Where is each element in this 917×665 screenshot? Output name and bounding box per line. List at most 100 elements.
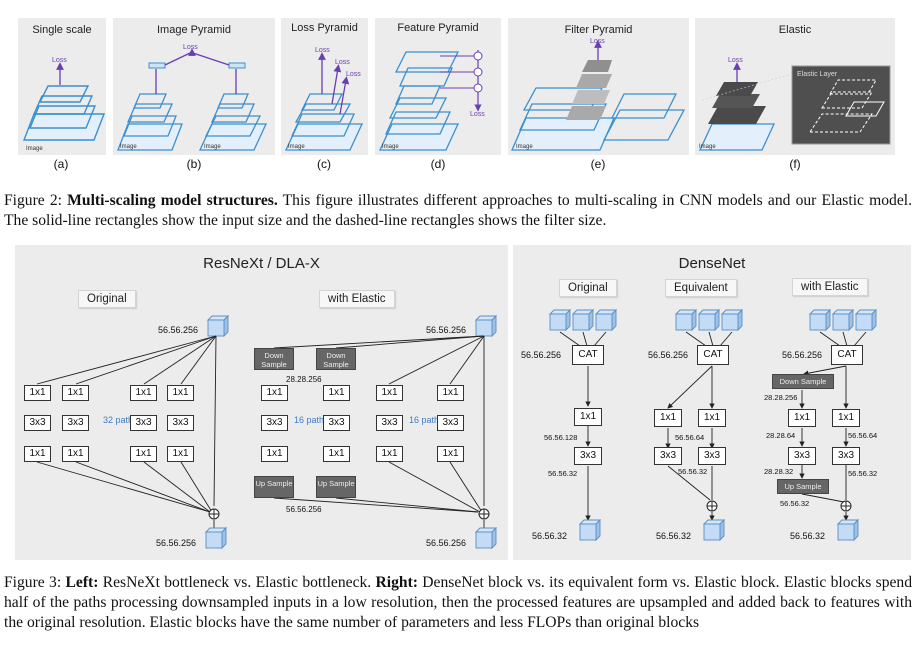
cat-box-original: CAT <box>572 345 604 365</box>
stack-a <box>22 85 106 141</box>
svg-text:56.56.128: 56.56.128 <box>544 433 577 442</box>
loss-label-a: Loss <box>52 57 67 64</box>
svg-text:32 paths: 32 paths <box>103 415 138 425</box>
resnext-title: ResNeXt / DLA-X <box>203 255 320 272</box>
svg-text:Loss: Loss <box>590 38 605 45</box>
cat-box-elastic: CAT <box>831 345 863 365</box>
left-original-label: Original <box>78 290 136 308</box>
down-sample-box-2: Down Sample <box>316 348 356 370</box>
svg-text:Loss: Loss <box>335 59 350 66</box>
panel-title-e: Filter Pyramid <box>564 24 633 36</box>
svg-text:56.56.32: 56.56.32 <box>678 467 707 476</box>
svg-text:56.56.256: 56.56.256 <box>521 350 561 360</box>
dense-1x1-original: 1x1 <box>574 408 602 426</box>
panel-title-c: Loss Pyramid <box>291 22 358 34</box>
dense-3x3-original: 3x3 <box>574 447 602 465</box>
conv-1x1-b2: 1x1 <box>62 446 89 462</box>
panel-label-e: (e) <box>590 157 606 171</box>
svg-text:Image: Image <box>382 144 399 150</box>
dense-down-sample: Down Sample <box>772 374 834 389</box>
conv-1x1-a2: 1x1 <box>24 446 51 462</box>
svg-text:Loss: Loss <box>346 71 361 78</box>
stack-b <box>117 93 268 151</box>
dense-3x3-el-a: 3x3 <box>788 447 816 465</box>
svg-text:56.56.64: 56.56.64 <box>848 431 877 440</box>
resnext-original: 56.56.256 56.56.256 32 paths <box>36 315 229 549</box>
svg-text:56.56.32: 56.56.32 <box>790 531 825 541</box>
conv-1x1-c1: 1x1 <box>130 385 157 401</box>
elastic-layer-label: Elastic Layer <box>797 71 838 78</box>
svg-text:56.56.32: 56.56.32 <box>548 469 577 478</box>
panel-label-f: (f) <box>789 157 801 171</box>
panel-title-f: Elastic <box>778 24 812 36</box>
resnext-elastic: 56.56.256 56.56.256 28.28.256 56.56.256 … <box>273 315 497 549</box>
conv-3x3-h1: 3x3 <box>437 415 464 431</box>
panel-title-a: Single scale <box>32 24 92 36</box>
svg-text:56.56.256: 56.56.256 <box>782 350 822 360</box>
panel-label-d: (d) <box>430 157 446 171</box>
dense-1x1-el-b: 1x1 <box>832 409 860 427</box>
conv-1x1-a1: 1x1 <box>24 385 51 401</box>
dense-1x1-eq-b: 1x1 <box>698 409 726 427</box>
densenet-elastic: 56.56.256 28.28.256 28.28.64 56.56.64 28… <box>764 309 877 541</box>
svg-text:56.56.64: 56.56.64 <box>675 433 704 442</box>
stack-d <box>378 51 460 151</box>
svg-text:Image: Image <box>120 144 137 150</box>
conv-3x3-c1: 3x3 <box>130 415 157 431</box>
conv-1x1-g1: 1x1 <box>376 385 403 401</box>
stack-c <box>284 93 364 151</box>
dense-3x3-el-b: 3x3 <box>832 447 860 465</box>
svg-text:56.56.256: 56.56.256 <box>426 325 466 335</box>
panel-label-b: (b) <box>186 157 202 171</box>
conv-1x1-c2: 1x1 <box>130 446 157 462</box>
stack-e <box>511 87 686 151</box>
svg-text:16 paths: 16 paths <box>294 415 329 425</box>
svg-text:28.28.64: 28.28.64 <box>766 431 795 440</box>
panel-title-d: Feature Pyramid <box>397 22 479 34</box>
svg-text:56.56.256: 56.56.256 <box>158 325 198 335</box>
conv-3x3-g1: 3x3 <box>376 415 403 431</box>
densenet-original: 56.56.256 56.56.128 56.56.32 56.56.32 <box>521 309 617 541</box>
svg-text:Loss: Loss <box>728 57 743 64</box>
svg-text:Loss: Loss <box>470 111 485 118</box>
conv-3x3-a1: 3x3 <box>24 415 51 431</box>
svg-text:56.56.32: 56.56.32 <box>532 531 567 541</box>
svg-text:Image: Image <box>288 144 305 150</box>
svg-text:56.56.32: 56.56.32 <box>656 531 691 541</box>
dense-1x1-eq-a: 1x1 <box>654 409 682 427</box>
svg-text:56.56.32: 56.56.32 <box>780 499 809 508</box>
conv-1x1-d2: 1x1 <box>167 446 194 462</box>
dense-up-sample: Up Sample <box>777 479 829 494</box>
conv-3x3-f1: 3x3 <box>323 415 350 431</box>
svg-text:28.28.256: 28.28.256 <box>764 393 797 402</box>
fig3-drawings: 56.56.256 56.56.256 32 paths 56.56.256 <box>36 309 877 549</box>
conv-1x1-d1: 1x1 <box>167 385 194 401</box>
panel-label-c: (c) <box>317 157 331 171</box>
dense-1x1-el-a: 1x1 <box>788 409 816 427</box>
svg-text:Image: Image <box>699 144 716 150</box>
svg-text:28.28.256: 28.28.256 <box>286 375 322 384</box>
svg-text:56.56.256: 56.56.256 <box>648 350 688 360</box>
down-sample-box-1: Down Sample <box>254 348 294 370</box>
image-label-a: Image <box>26 146 43 152</box>
cat-box-equivalent: CAT <box>697 345 729 365</box>
densenet-title: DenseNet <box>678 255 746 272</box>
svg-text:28.28.32: 28.28.32 <box>764 467 793 476</box>
conv-1x1-e1: 1x1 <box>261 385 288 401</box>
svg-text:56.56.256: 56.56.256 <box>286 505 322 514</box>
right-equivalent-label: Equivalent <box>665 279 737 297</box>
left-elastic-label: with Elastic <box>319 290 395 308</box>
panel-title-b: Image Pyramid <box>157 24 231 36</box>
svg-text:Image: Image <box>516 144 533 150</box>
conv-1x1-b1: 1x1 <box>62 385 89 401</box>
dense-3x3-eq-a: 3x3 <box>654 447 682 465</box>
panel-label-a: (a) <box>53 157 69 171</box>
svg-text:Loss: Loss <box>315 47 330 54</box>
up-sample-box-2: Up Sample <box>316 476 356 498</box>
right-elastic-label: with Elastic <box>792 278 868 296</box>
loss-label-b: Loss <box>183 44 198 51</box>
conv-3x3-d1: 3x3 <box>167 415 194 431</box>
svg-text:56.56.256: 56.56.256 <box>426 538 466 548</box>
svg-text:16 paths: 16 paths <box>409 415 444 425</box>
conv-1x1-h1: 1x1 <box>437 385 464 401</box>
